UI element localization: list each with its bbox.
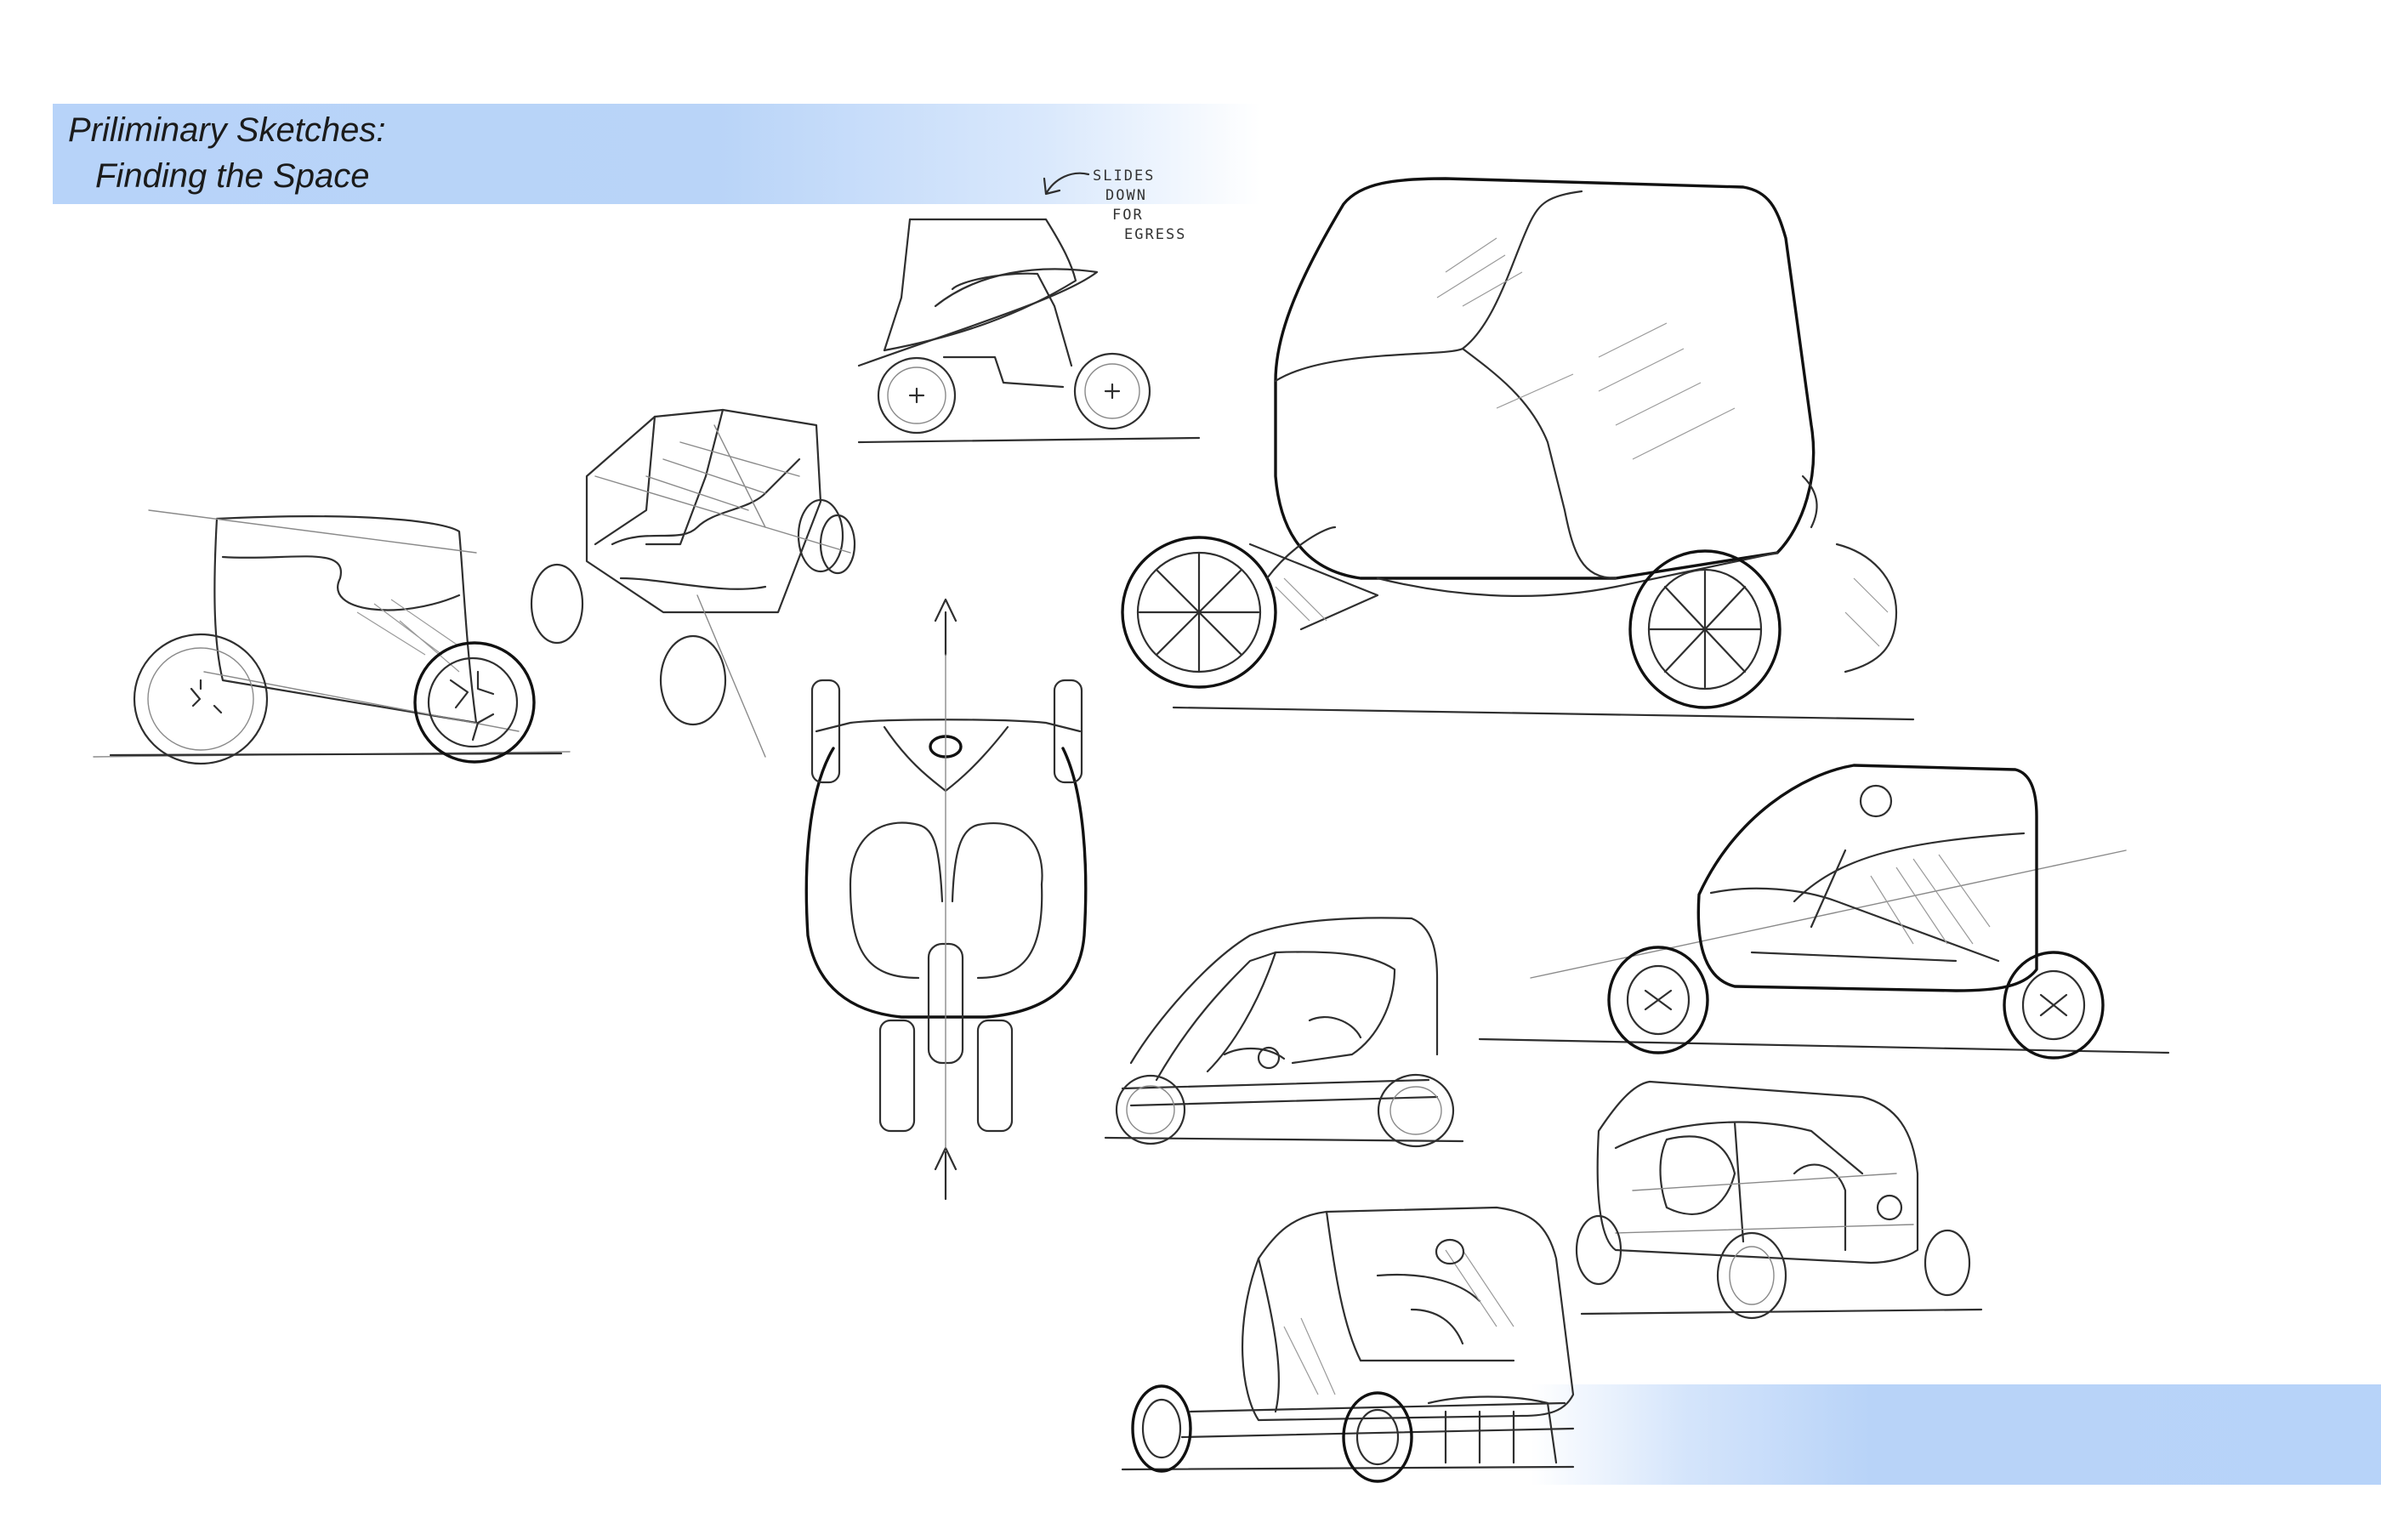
hero-perspective-sketch (1121, 177, 1915, 721)
annotation-line-1: SLIDES (1093, 168, 1155, 185)
annotation-line-3: FOR (1112, 207, 1144, 224)
open-frame-sketch (1104, 917, 1464, 1148)
perspective-wireframe-sketch (530, 408, 856, 758)
front-three-quarter-sketch (1121, 1206, 1575, 1483)
page-title: Priliminary Sketches: Finding the Space (68, 107, 385, 199)
sliding-canopy-side-sketch (857, 218, 1201, 444)
bottom-band (1531, 1384, 2381, 1485)
side-profile-sketch (1478, 764, 2170, 1060)
annotation-line-4: EGRESS (1124, 226, 1186, 243)
title-line-2: Finding the Space (95, 157, 370, 195)
three-quarter-rear-sketch (1575, 1080, 1983, 1320)
egress-annotation: SLIDES DOWN FOR EGRESS (1043, 168, 1186, 243)
annotation-line-2: DOWN (1105, 187, 1147, 204)
top-view-vehicle-sketch (804, 598, 1088, 1201)
title-line-1: Priliminary Sketches: (68, 111, 386, 149)
title-band (53, 104, 1260, 204)
side-view-vehicle-sketch (93, 509, 571, 765)
